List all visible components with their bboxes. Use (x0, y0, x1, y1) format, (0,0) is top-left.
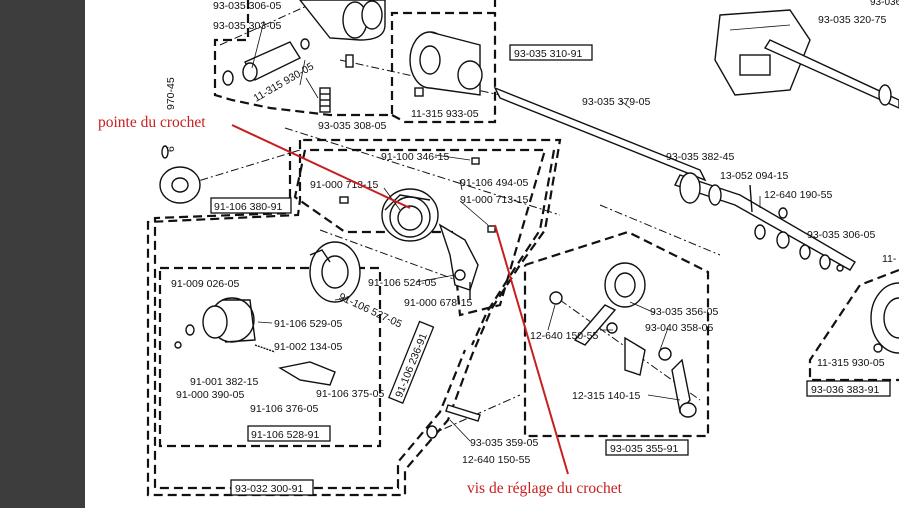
label-383-91: 93-036 383-91 (811, 384, 879, 396)
label-524-05: 91-106 524-05 (368, 277, 436, 289)
label-094-15: 13-052 094-15 (720, 170, 788, 182)
hook-point-annotation: pointe du crochet (98, 114, 206, 131)
label-356-05: 93-035 356-05 (650, 306, 718, 318)
label-303-05: 93-035 303-05 (213, 20, 281, 32)
label-529-05: 91-106 529-05 (274, 318, 342, 330)
label-678-15: 91-000 678-15 (404, 297, 472, 309)
label-310-91: 93-035 310-91 (514, 48, 582, 60)
label-380-91: 91-106 380-91 (214, 201, 282, 213)
motor-shaft-drawing (159, 0, 899, 354)
label-713-15-b: 91-000 713-15 (460, 194, 528, 206)
red-annotations: pointe du crochet vis de réglage du croc… (98, 114, 623, 497)
leader-lines (251, 20, 791, 442)
label-150-55-b: 12-640 150-55 (462, 454, 530, 466)
label-320-75: 93-035 320-75 (818, 14, 886, 26)
label-390-05: 91-000 390-05 (176, 389, 244, 401)
label-494-05: 91-106 494-05 (460, 177, 528, 189)
label-306-05-right: 93-035 306-05 (807, 229, 875, 241)
hook-point-pointer (231, 124, 411, 209)
label-359-05: 93-035 359-05 (470, 437, 538, 449)
label-355-91: 93-035 355-91 (610, 443, 678, 455)
label-6: 6 (165, 146, 177, 152)
label-933-05: 11-315 933-05 (411, 108, 479, 120)
hook-screw-pointer (494, 224, 569, 475)
label-382-15: 91-001 382-15 (190, 376, 258, 388)
label-150-55-a: 12-640 150-55 (530, 330, 598, 342)
label-375-05: 91-106 375-05 (316, 388, 384, 400)
label-379-05: 93-035 379-05 (582, 96, 650, 108)
label-382-45: 93-035 382-45 (666, 151, 734, 163)
label-026-05: 91-009 026-05 (171, 278, 239, 290)
label-376-05: 91-106 376-05 (250, 403, 318, 415)
label-528-91: 91-106 528-91 (251, 429, 319, 441)
label-970-45: 970-45 (165, 77, 177, 110)
label-190-55: 12-640 190-55 (764, 189, 832, 201)
label-346-15: 91-100 346-15 (381, 151, 449, 163)
label-300-91: 93-032 300-91 (235, 483, 303, 495)
label-358-05: 93-040 358-05 (645, 322, 713, 334)
label-134-05: 91-002 134-05 (274, 341, 342, 353)
label-930-05-right: 11-315 930-05 (817, 357, 885, 369)
label-308-05: 93-035 308-05 (318, 120, 386, 132)
hook-assembly-drawing (174, 157, 883, 439)
label-306-05-top: 93-035 306-05 (213, 0, 281, 12)
label-036-topright: 93-036 (870, 0, 899, 8)
label-713-15-a: 91-000 713-15 (310, 179, 378, 191)
label-140-15: 12-315 140-15 (572, 390, 640, 402)
label-11-right: 11- (882, 253, 897, 265)
hook-screw-annotation: vis de réglage du crochet (467, 480, 623, 497)
